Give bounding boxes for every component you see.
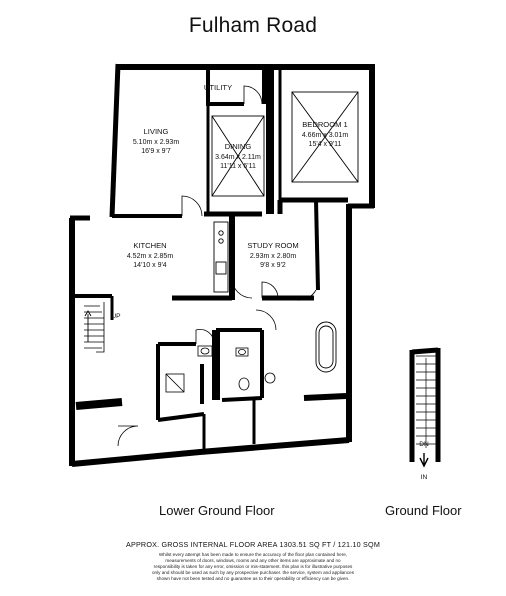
door-swings	[117, 85, 317, 447]
entrance-label: IN	[421, 474, 428, 481]
stairs-down-label: DN	[419, 441, 429, 448]
kitchen-metric: 4.52m x 2.85m	[127, 253, 173, 260]
stairs-up-label: UP	[111, 313, 121, 320]
dining-imperial: 11'11 x 6'11	[220, 163, 256, 170]
lower-ground-floor-label: Lower Ground Floor	[159, 503, 275, 518]
room-labels: UTILITY LIVING 5.10m x 2.93m 16'9 x 9'7 …	[111, 83, 429, 481]
bedroom-label: BEDROOM 1	[302, 120, 348, 129]
plan-title: Fulham Road	[188, 14, 318, 37]
utility-label: UTILITY	[204, 83, 232, 92]
kitchen-imperial: 14'10 x 9'4	[133, 262, 167, 269]
bedroom-metric: 4.66m x 3.01m	[302, 132, 348, 139]
study-imperial: 9'8 x 9'2	[260, 262, 286, 269]
living-imperial: 16'9 x 9'7	[141, 148, 171, 155]
bed-outline	[291, 91, 359, 183]
disclaimer-line: measurements of doors, windows, rooms an…	[165, 558, 341, 564]
ground-floor-stairs	[409, 347, 441, 468]
bathtub	[315, 321, 337, 373]
dining-label: DINING	[225, 142, 252, 151]
disclaimer-line: responsibility is taken for any error, o…	[153, 564, 353, 570]
kitchen-counter	[213, 221, 229, 293]
kitchen-label: KITCHEN	[133, 241, 166, 250]
outer-walls	[69, 63, 375, 467]
lower-stairs	[84, 302, 105, 353]
living-metric: 5.10m x 2.93m	[133, 139, 179, 146]
dining-table-outline	[211, 115, 265, 197]
disclaimer-line: shown have not been tested and no guaran…	[156, 576, 350, 582]
ground-floor-label: Ground Floor	[385, 503, 462, 518]
bedroom-imperial: 15'4 x 9'11	[309, 141, 342, 148]
floor-area-text: APPROX. GROSS INTERNAL FLOOR AREA 1303.5…	[125, 540, 381, 549]
interior-walls	[74, 68, 348, 450]
dining-metric: 3.64m x 2.11m	[215, 154, 261, 161]
disclaimer-line: Whilst every attempt has been made to en…	[158, 552, 348, 557]
disclaimer-line: only and should be used as such by any p…	[152, 570, 354, 576]
study-metric: 2.93m x 2.80m	[250, 253, 296, 260]
bathroom-fixtures	[165, 345, 276, 393]
study-label: STUDY ROOM	[247, 241, 298, 250]
living-label: LIVING	[144, 127, 169, 136]
disclaimer: Whilst every attempt has been made to en…	[118, 552, 388, 582]
